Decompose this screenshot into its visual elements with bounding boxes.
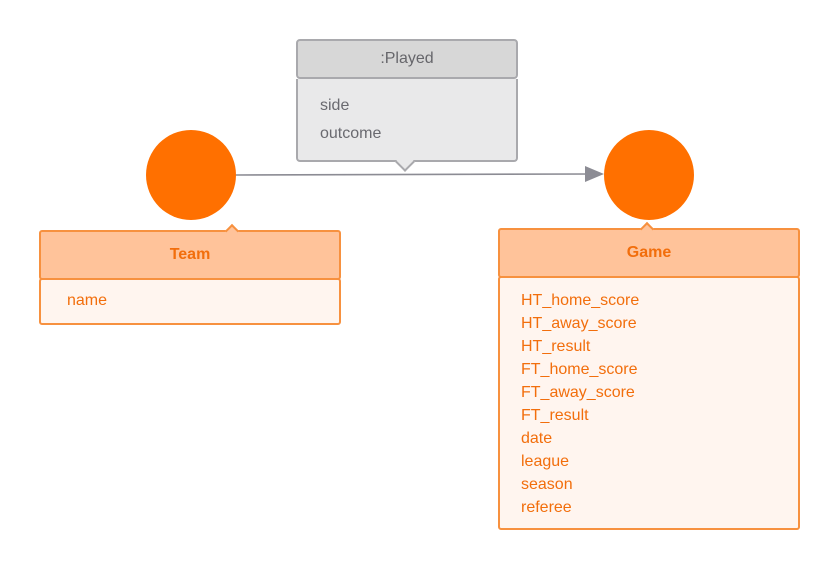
- game-property: referee: [521, 499, 572, 516]
- game-properties: HT_home_score HT_away_score HT_result FT…: [498, 276, 800, 530]
- game-property: date: [521, 430, 553, 447]
- game-node-card[interactable]: HT_home_score HT_away_score HT_result FT…: [498, 221, 800, 530]
- relationship-properties: side outcome: [296, 79, 518, 162]
- game-header: Game: [498, 221, 800, 278]
- game-property: HT_away_score: [521, 315, 637, 332]
- team-properties: name: [39, 278, 341, 325]
- game-property: FT_away_score: [521, 384, 635, 401]
- team-label: Team: [169, 246, 211, 263]
- played-edge-arrowhead: [585, 166, 604, 182]
- team-node-circle[interactable]: [146, 130, 236, 220]
- team-property: name: [67, 292, 108, 309]
- relationship-label: :Played: [380, 50, 434, 67]
- relationship-property: outcome: [320, 125, 382, 142]
- relationship-property: side: [320, 97, 350, 114]
- team-pointer: [224, 223, 240, 239]
- played-relationship-card[interactable]: :Played side outcome: [296, 39, 518, 172]
- game-property: HT_home_score: [521, 292, 640, 309]
- game-property: FT_home_score: [521, 361, 638, 378]
- relationship-header: :Played: [296, 39, 518, 79]
- game-property: league: [521, 453, 570, 470]
- team-header: Team: [39, 223, 341, 280]
- game-label: Game: [626, 244, 672, 261]
- game-pointer: [639, 221, 655, 237]
- game-property: FT_result: [521, 407, 589, 424]
- game-property: season: [521, 476, 573, 493]
- game-node-circle[interactable]: [604, 130, 694, 220]
- team-node-card[interactable]: name Team: [39, 223, 341, 325]
- played-edge-line[interactable]: [235, 173, 593, 176]
- game-property: HT_result: [521, 338, 591, 355]
